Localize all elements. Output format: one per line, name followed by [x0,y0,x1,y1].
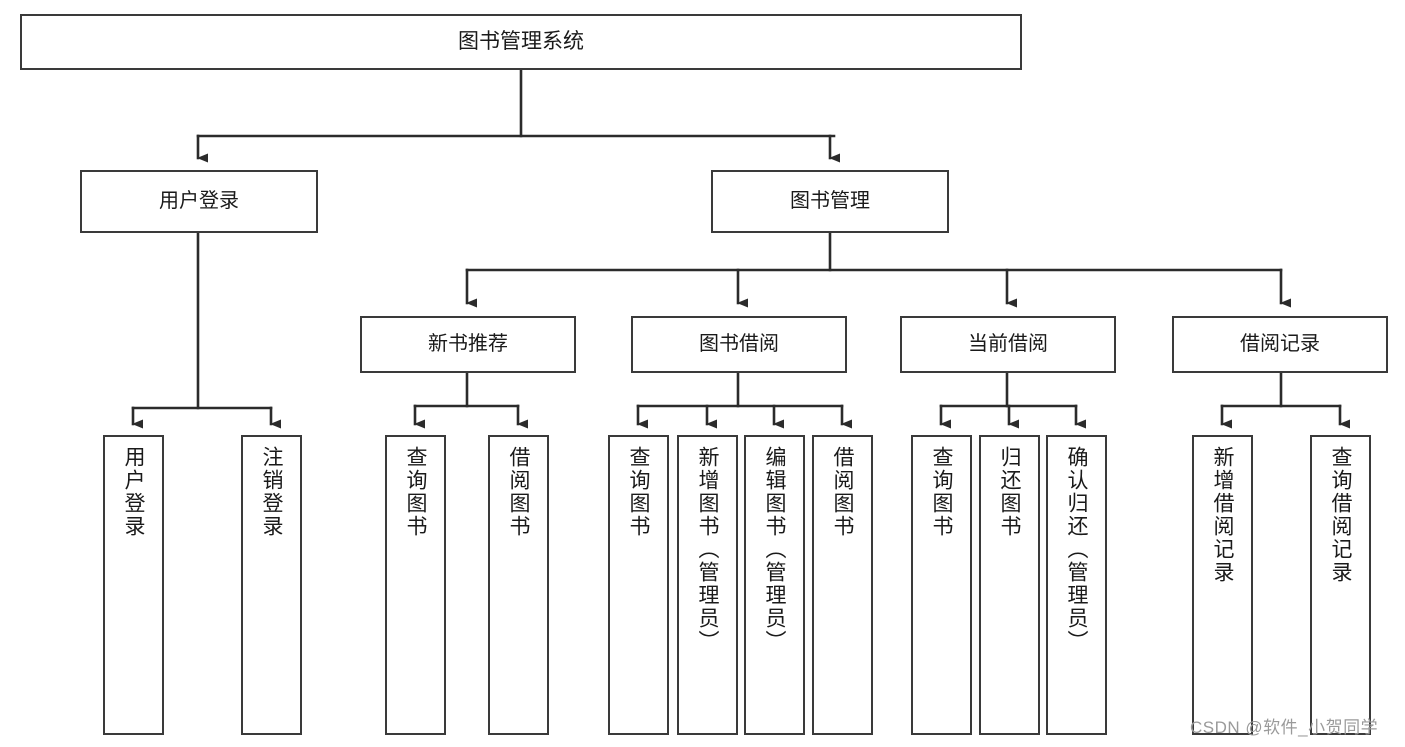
leaf-borrow-book-recommend[interactable]: 借阅图书 [488,435,549,735]
node-label: 注销登录 [260,446,283,538]
node-label: 图书借阅 [699,333,779,356]
node-book-management[interactable]: 图书管理 [711,170,949,233]
node-new-book-recommend[interactable]: 新书推荐 [360,316,576,373]
leaf-logout-login[interactable]: 注销登录 [241,435,302,735]
leaf-query-book-recommend[interactable]: 查询图书 [385,435,446,735]
node-book-borrow[interactable]: 图书借阅 [631,316,847,373]
leaf-return-book[interactable]: 归还图书 [979,435,1040,735]
node-label: 归还图书 [998,446,1021,538]
node-label: 新增借阅记录 [1211,446,1234,584]
leaf-query-book-borrow[interactable]: 查询图书 [608,435,669,735]
node-label: 图书管理系统 [458,30,584,54]
node-label: 用户登录 [159,190,239,213]
leaf-edit-book-admin[interactable]: 编辑图书（管理员） [744,435,805,735]
leaf-add-book-admin[interactable]: 新增图书（管理员） [677,435,738,735]
leaf-add-borrow-record[interactable]: 新增借阅记录 [1192,435,1253,735]
node-label: 借阅记录 [1240,333,1320,356]
node-label: 借阅图书 [831,446,854,538]
node-label: 查询图书 [627,446,650,538]
node-label: 借阅图书 [507,446,530,538]
leaf-query-borrow-record[interactable]: 查询借阅记录 [1310,435,1371,735]
node-current-borrow[interactable]: 当前借阅 [900,316,1116,373]
node-label: 图书管理 [790,190,870,213]
node-label: 新书推荐 [428,333,508,356]
leaf-user-login[interactable]: 用户登录 [103,435,164,735]
node-label: 当前借阅 [968,333,1048,356]
node-label: 用户登录 [122,446,145,538]
node-root-system[interactable]: 图书管理系统 [20,14,1022,70]
node-user-login[interactable]: 用户登录 [80,170,318,233]
node-label: 新增图书（管理员） [696,446,719,653]
node-label: 编辑图书（管理员） [763,446,786,653]
node-label: 查询图书 [930,446,953,538]
node-label: 查询借阅记录 [1329,446,1352,584]
node-label: 确认归还（管理员） [1065,446,1088,653]
node-borrow-record[interactable]: 借阅记录 [1172,316,1388,373]
leaf-borrow-book-borrow[interactable]: 借阅图书 [812,435,873,735]
csdn-watermark: CSDN @软件_小贺同学 [1190,718,1379,737]
node-label: 查询图书 [404,446,427,538]
leaf-query-book-current[interactable]: 查询图书 [911,435,972,735]
leaf-confirm-return-admin[interactable]: 确认归还（管理员） [1046,435,1107,735]
